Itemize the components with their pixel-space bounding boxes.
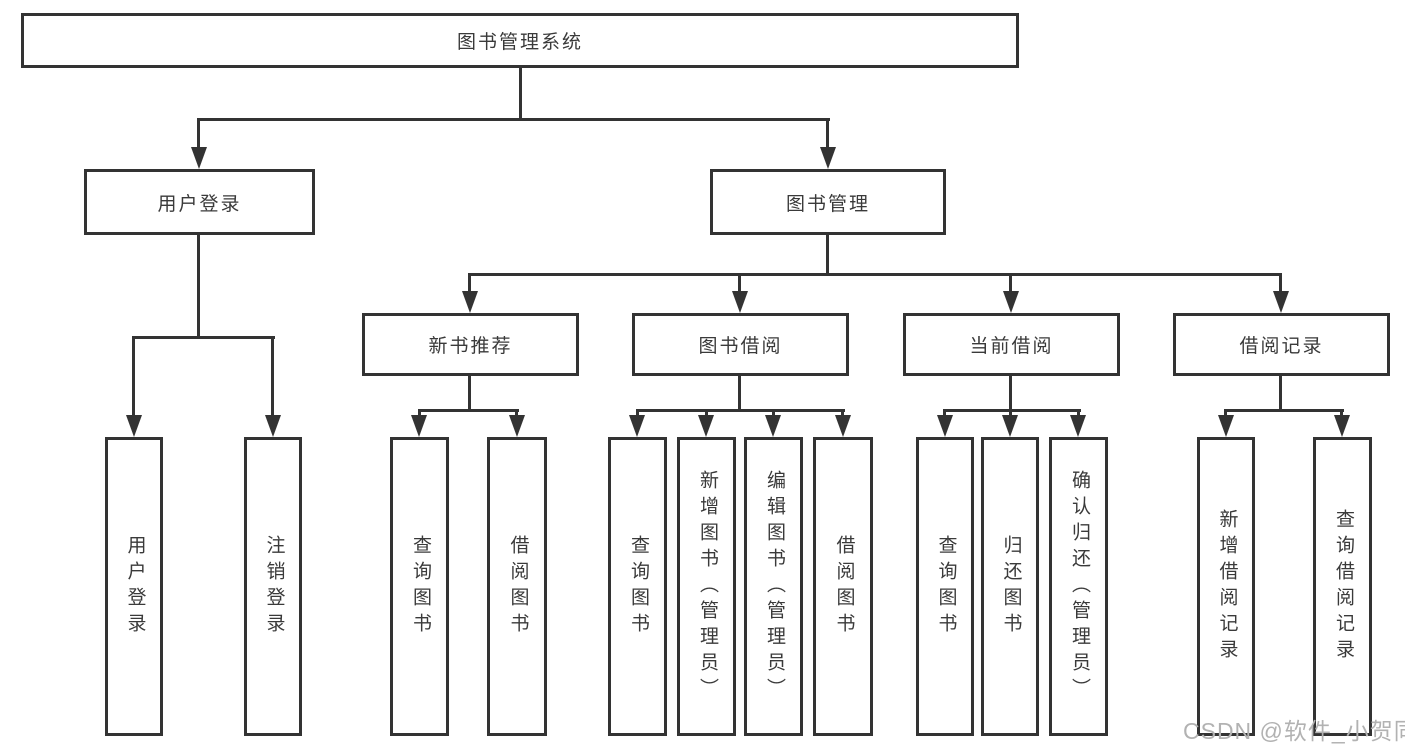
arrow-down-icon <box>509 415 525 437</box>
connector-rec-trunk <box>468 376 471 412</box>
connector-stub-rec <box>468 273 471 293</box>
arrow-down-icon <box>265 415 281 437</box>
connector-stub-leaf <box>418 409 421 417</box>
connector-stub-leaf <box>705 409 708 417</box>
connector-stub-leaf <box>132 336 135 417</box>
node-book-borrow: 图书借阅 <box>632 313 849 376</box>
leaf-user-login: 用户登录 <box>105 437 163 736</box>
arrow-down-icon <box>1273 291 1289 313</box>
arrow-down-icon <box>126 415 142 437</box>
arrow-down-icon <box>732 291 748 313</box>
connector-stub-mgmt <box>826 118 829 149</box>
leaf-rec-query-books: 查询图书 <box>390 437 449 736</box>
leaf-bor-query-books: 查询图书 <box>608 437 667 736</box>
leaf-rec-borrow-books: 借阅图书 <box>487 437 547 736</box>
connector-mgmt-branch <box>468 273 1282 276</box>
arrow-down-icon <box>835 415 851 437</box>
connector-root-trunk <box>519 68 522 120</box>
connector-stub-bor <box>738 273 741 293</box>
arrow-down-icon <box>698 415 714 437</box>
connector-root-branch <box>197 118 830 121</box>
arrow-down-icon <box>765 415 781 437</box>
leaf-recd-add-record: 新增借阅记录 <box>1197 437 1255 736</box>
node-user-login: 用户登录 <box>84 169 315 235</box>
arrow-down-icon <box>820 147 836 169</box>
arrow-down-icon <box>191 147 207 169</box>
connector-stub-leaf <box>772 409 775 417</box>
connector-cur-trunk <box>1009 376 1012 412</box>
node-book-management: 图书管理 <box>710 169 946 235</box>
connector-bor-branch <box>636 409 845 412</box>
arrow-down-icon <box>1218 415 1234 437</box>
leaf-recd-query-record: 查询借阅记录 <box>1313 437 1372 736</box>
connector-cur-branch <box>943 409 1081 412</box>
connector-stub-leaf <box>1340 409 1343 417</box>
leaf-bor-edit-books-admin: 编辑图书（管理员） <box>744 437 803 736</box>
csdn-watermark: CSDN @软件_小贺同学 <box>1183 718 1405 744</box>
leaf-cur-query-books: 查询图书 <box>916 437 974 736</box>
arrow-down-icon <box>1070 415 1086 437</box>
arrow-down-icon <box>411 415 427 437</box>
connector-mgmt-trunk <box>826 235 829 276</box>
arrow-down-icon <box>1334 415 1350 437</box>
connector-stub-leaf <box>515 409 518 417</box>
leaf-bor-add-books-admin: 新增图书（管理员） <box>677 437 736 736</box>
connector-bor-trunk <box>738 376 741 412</box>
connector-stub-leaf <box>943 409 946 417</box>
connector-rec-branch <box>418 409 519 412</box>
connector-recd-branch <box>1224 409 1344 412</box>
connector-login-trunk <box>197 235 200 339</box>
connector-stub-recd <box>1279 273 1282 293</box>
connector-stub-login <box>197 118 200 149</box>
leaf-cur-confirm-return-admin: 确认归还（管理员） <box>1049 437 1108 736</box>
node-borrow-records: 借阅记录 <box>1173 313 1390 376</box>
leaf-logout: 注销登录 <box>244 437 302 736</box>
arrow-down-icon <box>937 415 953 437</box>
leaf-bor-borrow-books: 借阅图书 <box>813 437 873 736</box>
connector-stub-leaf <box>1009 409 1012 417</box>
arrow-down-icon <box>1003 291 1019 313</box>
arrow-down-icon <box>462 291 478 313</box>
connector-stub-leaf <box>1224 409 1227 417</box>
connector-recd-trunk <box>1279 376 1282 412</box>
node-current-borrow: 当前借阅 <box>903 313 1120 376</box>
arrow-down-icon <box>629 415 645 437</box>
leaf-cur-return-books: 归还图书 <box>981 437 1039 736</box>
connector-stub-leaf <box>271 336 274 417</box>
connector-stub-leaf <box>1077 409 1080 417</box>
connector-stub-leaf <box>841 409 844 417</box>
node-root: 图书管理系统 <box>21 13 1019 68</box>
connector-login-branch <box>132 336 275 339</box>
connector-stub-leaf <box>636 409 639 417</box>
arrow-down-icon <box>1002 415 1018 437</box>
node-new-book-recommend: 新书推荐 <box>362 313 579 376</box>
connector-stub-cur <box>1009 273 1012 293</box>
